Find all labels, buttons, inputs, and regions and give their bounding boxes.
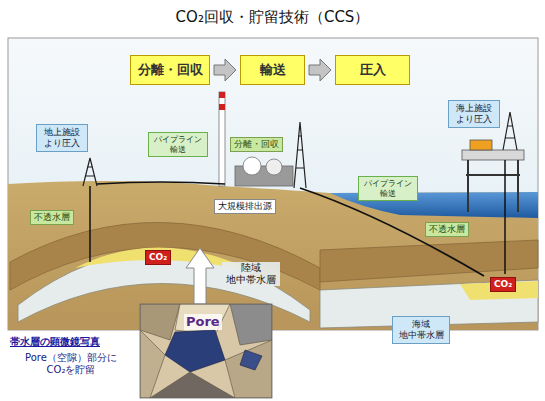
pore-label: Pore <box>184 314 222 330</box>
facility-box: 海上施設 より圧入 <box>448 100 500 128</box>
pore <box>165 330 225 372</box>
text: CO₂回収・貯留技術（CCS） <box>0 8 545 26</box>
platform-derrick <box>503 112 517 150</box>
block-arrow <box>309 59 331 81</box>
injection-well <box>504 160 506 274</box>
note: Pore（空隙）部分に CO₂を貯留 <box>18 352 124 376</box>
step-box: 輸送 <box>240 55 305 85</box>
up-arrow <box>186 248 214 304</box>
text: 帯水層の顕微鏡写真 <box>10 336 100 348</box>
text: 海域 地中帯水層 <box>396 319 446 341</box>
text: CO₂ <box>494 279 512 290</box>
pipeline-box: パイプライン 輸送 <box>148 132 208 157</box>
chimney <box>219 92 225 186</box>
chimney-band <box>219 104 225 110</box>
microscope-photo <box>140 304 272 398</box>
chimney-band <box>219 92 225 98</box>
text: パイプライン 輸送 <box>152 135 204 154</box>
text: パイプライン 輸送 <box>362 179 414 198</box>
photo-border <box>140 304 272 398</box>
block-arrow <box>214 59 236 81</box>
co2-tag: CO₂ <box>145 250 171 265</box>
text: 大規模排出源 <box>218 201 272 212</box>
photo-caption: 帯水層の顕微鏡写真 <box>10 336 100 348</box>
text: 地上施設 より圧入 <box>40 127 84 149</box>
frame <box>8 38 538 330</box>
aquifer-label: 陸域 地中帯水層 <box>222 262 280 286</box>
text: 輸送 <box>260 62 286 78</box>
tank <box>243 157 261 175</box>
grain <box>140 330 165 398</box>
title: CO₂回収・貯留技術（CCS） <box>0 8 545 26</box>
platform-legs <box>466 160 520 212</box>
grain <box>225 340 272 398</box>
co2-tag: CO₂ <box>490 277 516 292</box>
source-box: 大規模排出源 <box>214 199 276 214</box>
pipeline <box>300 188 484 276</box>
text: Pore（空隙）部分に CO₂を貯留 <box>18 352 124 376</box>
text: 海上施設 より圧入 <box>452 103 496 125</box>
layer-label: 不透水層 <box>425 222 469 237</box>
process-label: 分離・回収 <box>230 137 283 152</box>
injection-well <box>89 186 91 262</box>
text: 不透水層 <box>34 212 70 223</box>
tower <box>294 122 306 188</box>
text: 分離・回収 <box>234 139 279 150</box>
facility-box: 地上施設 より圧入 <box>36 124 88 152</box>
text: 圧入 <box>360 62 386 78</box>
grain <box>230 304 272 345</box>
pipeline <box>97 182 225 184</box>
text: 陸域 地中帯水層 <box>224 262 278 286</box>
photo-ground <box>140 304 272 398</box>
layer-label: 不透水層 <box>30 210 74 225</box>
aquifer-box: 海域 地中帯水層 <box>392 316 450 344</box>
platform-deck <box>462 150 524 160</box>
text: 不透水層 <box>429 224 465 235</box>
platform-module <box>470 140 492 150</box>
step-box: 分離・回収 <box>130 55 210 85</box>
step-box: 圧入 <box>335 55 410 85</box>
pipeline-box: パイプライン 輸送 <box>358 176 418 201</box>
text: 分離・回収 <box>138 62 203 78</box>
text: CO₂ <box>149 252 167 263</box>
ground <box>8 181 538 330</box>
pore <box>240 350 262 370</box>
grain <box>150 372 235 398</box>
text: Pore <box>186 314 220 330</box>
land-derrick <box>83 158 97 186</box>
tank <box>266 159 282 175</box>
